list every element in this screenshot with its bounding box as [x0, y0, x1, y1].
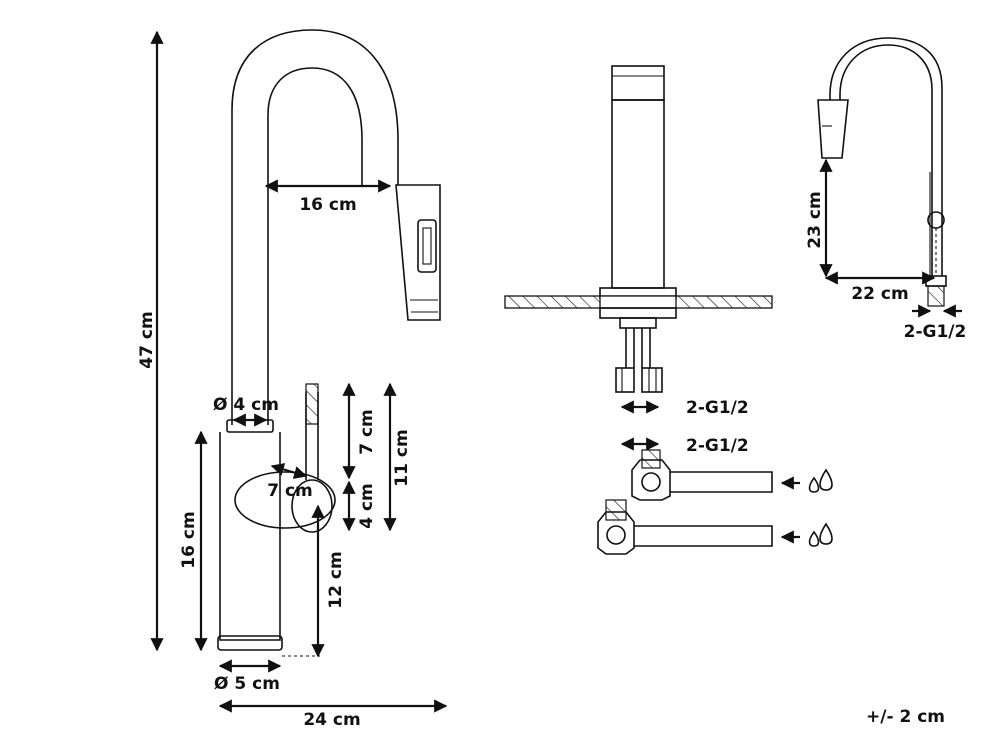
main-dimension-lines — [150, 30, 448, 713]
pullout-thumbnail-drawing — [817, 37, 947, 307]
pullout-reach-label: 22 cm — [851, 284, 908, 304]
spout-diameter-label: Ø 4 cm — [213, 395, 279, 415]
handle-length-label: 7 cm — [267, 481, 313, 501]
total-height-label: 47 cm — [137, 311, 157, 368]
water-drops-icon — [808, 522, 833, 547]
handle-lower-label: 4 cm — [357, 483, 377, 529]
hose-drawing — [597, 449, 773, 555]
side-view-thread-label: 2-G1/2 — [686, 398, 749, 418]
side-view-drawing — [504, 65, 773, 393]
thumb-thread-label: 2-G1/2 — [904, 322, 967, 342]
water-drops-icon — [808, 468, 833, 493]
spout-reach-label: 16 cm — [299, 195, 356, 215]
pullout-height-label: 23 cm — [805, 191, 825, 248]
total-depth-label: 24 cm — [303, 710, 360, 730]
handle-upper-label: 7 cm — [357, 409, 377, 455]
hose-thread-label: 2-G1/2 — [686, 436, 749, 456]
handle-to-base-label: 12 cm — [326, 551, 346, 608]
body-height-label: 16 cm — [179, 511, 199, 568]
base-diameter-label: Ø 5 cm — [214, 674, 280, 694]
tolerance-note: +/- 2 cm — [866, 707, 945, 727]
handle-total-label: 11 cm — [392, 429, 412, 486]
